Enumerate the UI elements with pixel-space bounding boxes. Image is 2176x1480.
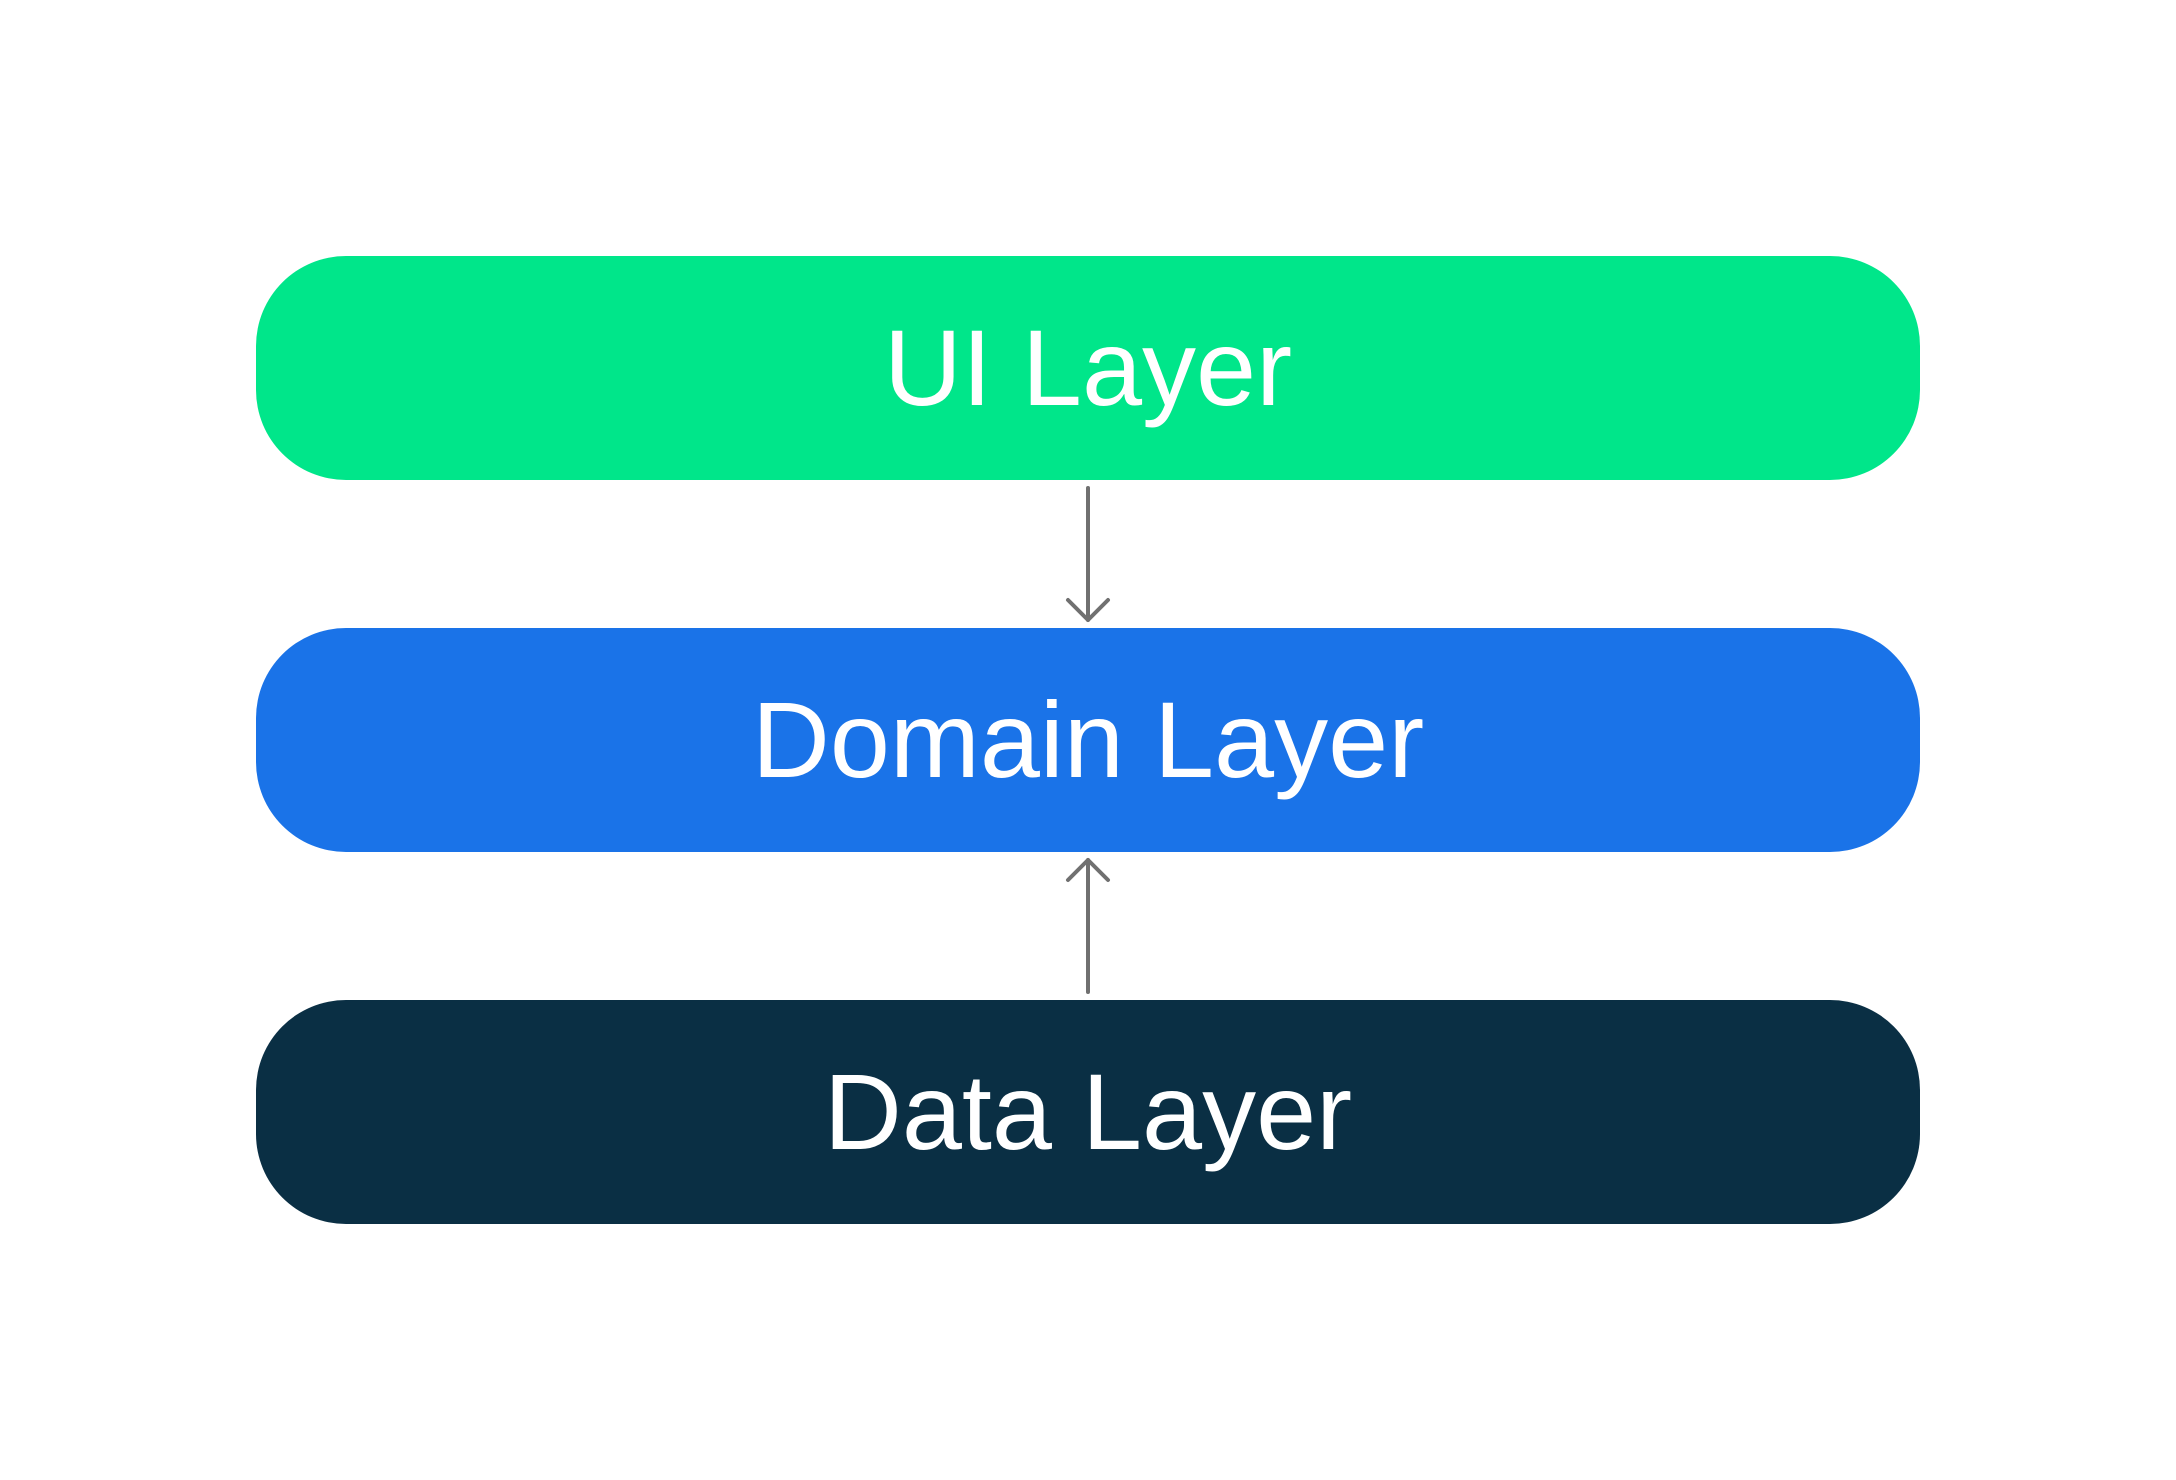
arrow-data-to-domain <box>1066 858 1110 994</box>
domain-layer-box: Domain Layer <box>256 628 1920 852</box>
ui-layer-box: UI Layer <box>256 256 1920 480</box>
arrow-ui-to-domain <box>1066 486 1110 622</box>
domain-layer-label: Domain Layer <box>751 679 1425 800</box>
ui-layer-label: UI Layer <box>883 307 1293 428</box>
data-layer-box: Data Layer <box>256 1000 1920 1224</box>
data-layer-label: Data Layer <box>823 1051 1353 1172</box>
